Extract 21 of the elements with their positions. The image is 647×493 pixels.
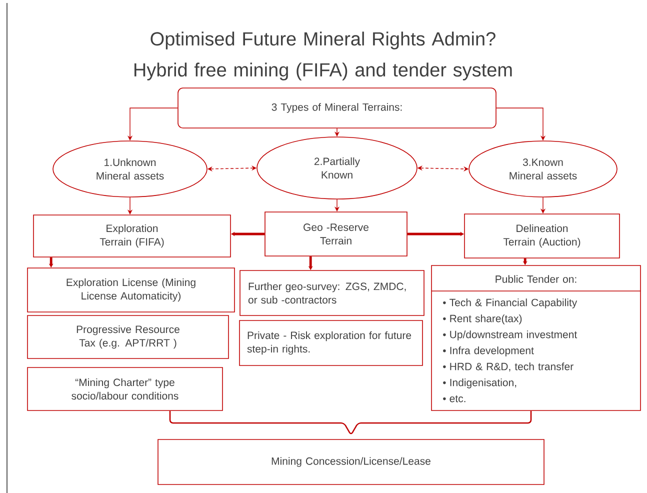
title: Optimised Future Mineral Rights Admin? Hybrid free mining (FIFA) and tender system <box>134 32 512 80</box>
text-box: Delineation Terrain (Auction) <box>464 214 620 258</box>
text-box: Mining Concession/License/Lease <box>158 439 544 485</box>
text-box: Further geo-survey: ZGS, ZMDC, or sub -contractors <box>240 270 424 316</box>
text-box: Private - Risk exploration for future step-in rights. <box>239 320 423 366</box>
node-label: etc. <box>450 395 466 402</box>
node-label: Indigenisation, <box>450 378 516 388</box>
text-box: Progressive Resource Tax (e.g. APT/RRT ) <box>27 315 229 359</box>
text-box: “Mining Charter” type socio/labour conditions <box>27 367 223 411</box>
node-label: Tech & Financial Capability <box>450 298 578 308</box>
text-box: Exploration Terrain (FIFA) <box>33 214 231 258</box>
tender-box <box>431 265 641 411</box>
node-label: Infra development <box>450 346 534 356</box>
node-label: HRD & R&D, tech transfer <box>450 362 574 372</box>
node-label: Up/downstream investment <box>450 330 578 340</box>
bullet-list: Tech & Financial Capability Rent share(tax) Up/downstream investment Infra development HRD & R&D, tech transfer Indigenisation, etc. <box>443 298 578 402</box>
text-box: Geo -Reserve Terrain <box>264 212 408 256</box>
text-box: Exploration License (Mining License Automaticity) <box>27 268 235 312</box>
node-label: Rent share(tax) <box>450 314 522 324</box>
box-heading: Public Tender on: <box>496 275 576 283</box>
heading-box: 3 Types of Mineral Terrains: <box>178 88 496 128</box>
